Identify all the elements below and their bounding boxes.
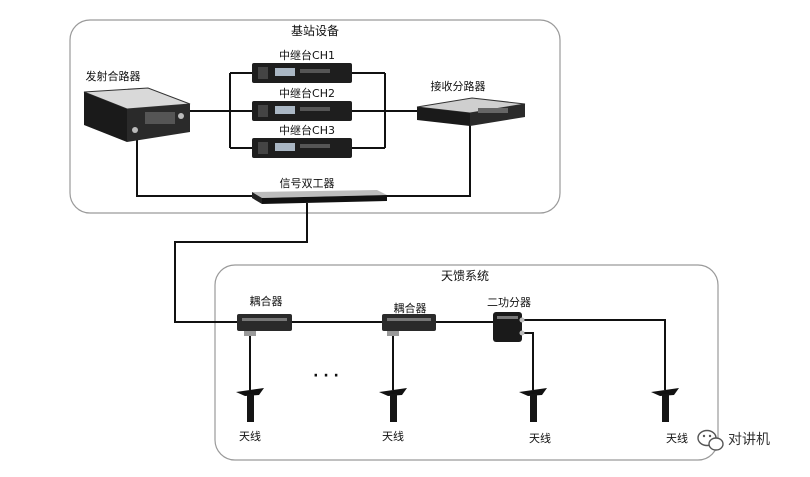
- power-splitter-device: [493, 312, 525, 342]
- antenna-1-icon: [236, 388, 264, 422]
- repeater-ch3-label: 中继台CH3: [279, 123, 335, 137]
- antenna-4-label: 天线: [666, 431, 688, 445]
- cable-splitter-antenna3: [522, 332, 534, 390]
- duplexer-label: 信号双工器: [280, 177, 335, 190]
- cable-splitter-antenna4: [522, 319, 666, 390]
- feeder-system-title: 天馈系统: [441, 269, 489, 283]
- cable-duplexer-feeder: [174, 203, 308, 323]
- repeater-ch1-device: [252, 63, 352, 83]
- ellipsis: · · ·: [313, 368, 339, 384]
- coupler-2-label: 耦合器: [394, 301, 427, 315]
- antenna-1-label: 天线: [239, 429, 261, 443]
- cable-splitter-duplexer: [387, 124, 471, 197]
- antenna-2-label: 天线: [382, 429, 404, 443]
- antenna-2-icon: [379, 388, 407, 422]
- repeater-ch2-label: 中继台CH2: [279, 86, 335, 100]
- repeater-ch3-device: [252, 138, 352, 158]
- watermark-text: 对讲机: [728, 432, 770, 448]
- antenna-3-icon: [519, 388, 547, 422]
- feeder-system-frame: [214, 264, 719, 461]
- antenna-4-icon: [651, 388, 679, 422]
- cable-combiner-branches: [230, 72, 252, 149]
- repeater-ch1-label: 中继台CH1: [279, 48, 335, 62]
- antenna-3-label: 天线: [529, 431, 551, 445]
- cable-splitter-branches: [352, 72, 385, 149]
- coupler-1-label: 耦合器: [250, 294, 283, 308]
- duplexer-device: [252, 190, 387, 204]
- coupler-1-device: [237, 314, 292, 336]
- cable-combiner-duplexer: [136, 138, 252, 197]
- tx-combiner-label: 发射合路器: [86, 69, 141, 83]
- wechat-icon: [697, 429, 724, 451]
- rx-splitter-label: 接收分路器: [431, 79, 486, 93]
- rx-splitter-device: [416, 97, 526, 126]
- repeater-ch2-device: [252, 101, 352, 121]
- tx-combiner-device: [83, 87, 191, 142]
- power-splitter-label: 二功分器: [487, 296, 531, 309]
- base-station-title: 基站设备: [291, 24, 339, 38]
- coupler-2-device: [382, 314, 436, 336]
